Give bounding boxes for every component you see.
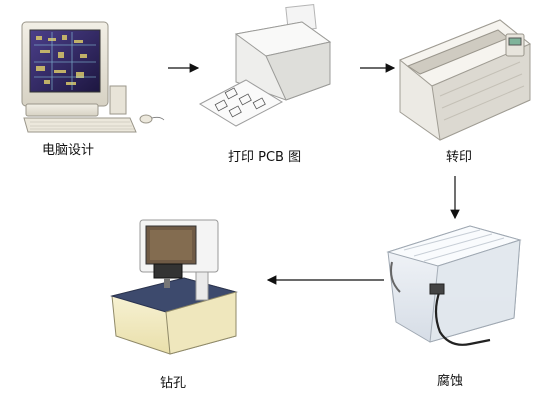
step-label-etch: 腐蚀 [437,374,464,389]
etching-tank-icon [386,225,522,346]
drill-press-icon [110,219,238,355]
computer-icon [21,21,165,133]
laser-printer-icon [198,4,332,127]
step-label-print: 打印 PCB 图 [228,150,302,165]
step-label-design: 电脑设计 [42,143,95,158]
step-label-transfer: 转印 [446,150,473,165]
heat-transfer-machine-icon [399,19,531,141]
step-label-drill: 钻孔 [160,376,187,391]
